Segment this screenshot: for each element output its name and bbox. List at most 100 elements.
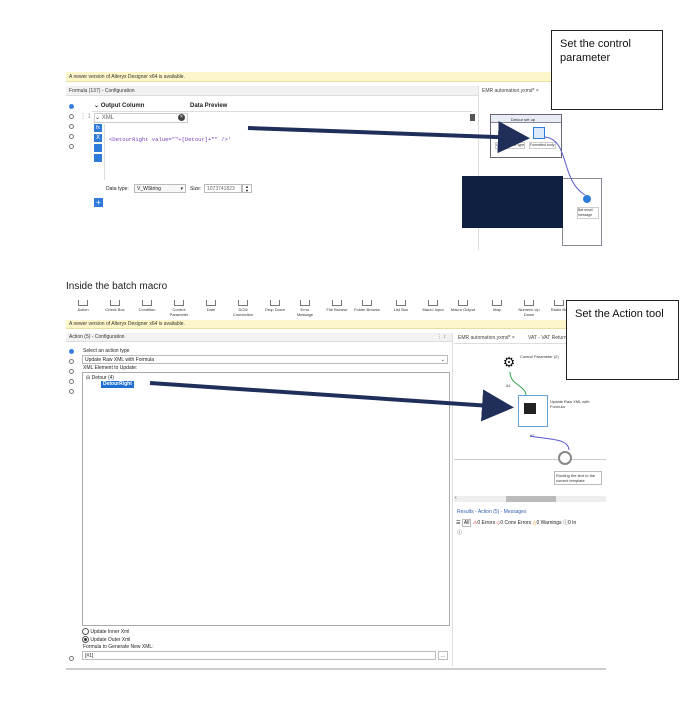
ribbon-numeric-up-down[interactable]: Numeric Up Down	[516, 300, 542, 317]
ribbon-action[interactable]: Action	[70, 300, 96, 312]
numeric-up-down-icon	[524, 300, 534, 306]
size-stepper[interactable]: ▲▼	[242, 184, 252, 193]
map-icon	[492, 300, 502, 306]
expression-text[interactable]: <DetourRight value=""+[Detour]+"" />'	[109, 136, 232, 143]
ribbon-macro-input[interactable]: Macro Input	[420, 300, 446, 312]
update-banner-bottom[interactable]: A newer version of Alteryx Designer x64 …	[66, 320, 606, 329]
ribbon-date[interactable]: Date	[198, 300, 224, 312]
code-icon[interactable]	[69, 114, 74, 119]
warnings-count: 0 Warnings	[536, 520, 562, 526]
scroll-thumb[interactable]	[506, 496, 556, 502]
condition-icon	[142, 300, 152, 306]
settings-icon[interactable]	[69, 349, 74, 354]
size-label: Size:	[190, 186, 202, 192]
ribbon-folder-browse-label: Folder Browse	[354, 307, 380, 312]
control-parameter-label: Control Parameter (2)	[520, 354, 559, 359]
ribbon-file-browse[interactable]: File Browse	[324, 300, 350, 312]
delete-row-icon[interactable]	[470, 114, 475, 121]
radio-inner-option[interactable]: Update Inner Xml	[82, 628, 129, 636]
ribbon-dcm-connection[interactable]: DCM Connection	[230, 300, 256, 317]
gear-icon[interactable]	[69, 656, 74, 661]
tag-icon[interactable]	[69, 134, 74, 139]
control-parameter-tool[interactable]: ⚙	[502, 354, 516, 370]
ribbon-list-box[interactable]: List Box	[388, 300, 414, 312]
ribbon-folder-browse[interactable]: Folder Browse	[354, 300, 380, 312]
collapse-icon[interactable]: ⊟	[86, 375, 91, 381]
tree-parent[interactable]: ⊟ Detour (4)	[86, 375, 114, 382]
action-type-select[interactable]: Update Raw XML with Formula ⌄	[82, 355, 448, 364]
expression-editor[interactable]: <DetourRight value=""+[Detour]+"" />'	[104, 124, 475, 180]
conv-errors-filter[interactable]: ◇0 Conv Errors	[496, 520, 531, 526]
error-message-icon	[300, 300, 310, 306]
container-box[interactable]: Detour set up Change write type Formatte…	[490, 114, 562, 158]
tool-ribbon: Action Check Box Condition Control Param…	[66, 300, 606, 318]
scroll-left-icon[interactable]: ‹	[455, 495, 457, 501]
action-icon	[78, 300, 88, 306]
help-icon[interactable]	[69, 144, 74, 149]
add-field-button[interactable]: +	[94, 198, 103, 207]
canvas-tab[interactable]: EMR automation.yxmd* ×	[482, 88, 539, 94]
output-column-label: Output Column	[100, 103, 145, 109]
formula-browse-button[interactable]: ...	[438, 651, 448, 660]
variable-icon[interactable]: X	[94, 134, 102, 142]
email-tool[interactable]	[583, 195, 591, 203]
info-filter[interactable]: ⓘ0 In	[563, 520, 576, 526]
radio-outer-option[interactable]: Update Outer Xml	[82, 636, 130, 644]
radio-inner[interactable]	[82, 628, 89, 635]
canvas-tab-emr[interactable]: EMR automation.yxmd* ×	[458, 335, 515, 341]
results-panel: Results - Action (5) - Messages ☰ All ⚠0…	[454, 506, 606, 666]
filter-all[interactable]: All	[461, 519, 472, 527]
formula-input[interactable]: [#1]	[82, 651, 436, 660]
ribbon-condition[interactable]: Condition	[134, 300, 160, 312]
write-type-tool[interactable]	[505, 129, 513, 137]
code-icon[interactable]	[69, 359, 74, 364]
update-xml-label: Update Raw XML with Formula	[550, 399, 590, 409]
ribbon-numeric-up-down-label: Numeric Up Down	[518, 307, 540, 317]
list-icon[interactable]: ☰	[456, 520, 461, 526]
action-type-label: Select an action type	[83, 348, 130, 354]
action-config-panel: Action (5) - Configuration ⋮ ↕ Select an…	[66, 333, 453, 666]
ribbon-drop-down[interactable]: Drop Down	[262, 300, 288, 312]
tree-child-selected[interactable]: DetourRight	[101, 381, 134, 388]
update-xml-tool[interactable]	[524, 403, 536, 414]
ribbon-control-parameter[interactable]: Control Parameter	[166, 300, 192, 317]
radio-outer[interactable]	[82, 636, 89, 643]
section-caption: Inside the batch macro	[66, 281, 168, 292]
canvas-tab-vat[interactable]: VAT - VAT Return	[528, 335, 567, 342]
callout-action-tool: Set the Action tool	[566, 300, 679, 380]
datatype-select[interactable]: V_WString ▾	[134, 184, 186, 193]
clear-field-icon[interactable]: ×	[178, 114, 185, 121]
results-help-icon[interactable]: ⓘ	[457, 530, 463, 536]
ribbon-error-message[interactable]: Error Message	[292, 300, 318, 317]
routing-tool[interactable]	[558, 451, 572, 465]
ribbon-map[interactable]: Map	[484, 300, 510, 312]
xml-tree[interactable]: ⊟ Detour (4) DetourRight	[82, 372, 450, 626]
field-name-text: XML	[101, 115, 115, 121]
error-icon: ⚠	[472, 520, 478, 526]
tag-icon[interactable]	[69, 379, 74, 384]
row-handle[interactable]: ⋮ 1	[80, 114, 92, 120]
format-tool[interactable]	[533, 127, 545, 139]
ribbon-check-box[interactable]: Check Box	[102, 300, 128, 312]
field-name[interactable]: ⌄ XML	[94, 113, 188, 123]
warnings-filter[interactable]: △0 Warnings	[533, 520, 562, 526]
settings-icon[interactable]	[69, 104, 74, 109]
function-icon[interactable]: fx	[94, 124, 102, 132]
header-divider	[92, 111, 472, 112]
errors-filter[interactable]: ⚠0 Errors	[473, 520, 495, 526]
horizontal-scrollbar[interactable]: ‹	[454, 495, 606, 502]
conn1-label: #1	[506, 383, 511, 388]
grid-icon[interactable]	[69, 124, 74, 129]
grid-icon[interactable]	[69, 369, 74, 374]
email-container[interactable]: Bat email message	[562, 178, 602, 246]
ribbon-radio-button[interactable]: Radio Bu	[546, 300, 572, 312]
update-banner[interactable]: A newer version of Alteryx Designer x64 …	[66, 72, 606, 82]
pin-icon[interactable]: ⋮ ↕	[437, 334, 446, 340]
saved-expression-icon[interactable]	[94, 144, 102, 152]
save-expression-icon[interactable]	[94, 154, 102, 162]
help-icon[interactable]	[69, 389, 74, 394]
conv-error-icon: ◇	[496, 520, 501, 526]
ribbon-macro-output-label: Macro Output	[450, 307, 476, 312]
ribbon-macro-output[interactable]: Macro Output	[450, 300, 476, 312]
size-input[interactable]: 1073741823	[204, 184, 242, 193]
